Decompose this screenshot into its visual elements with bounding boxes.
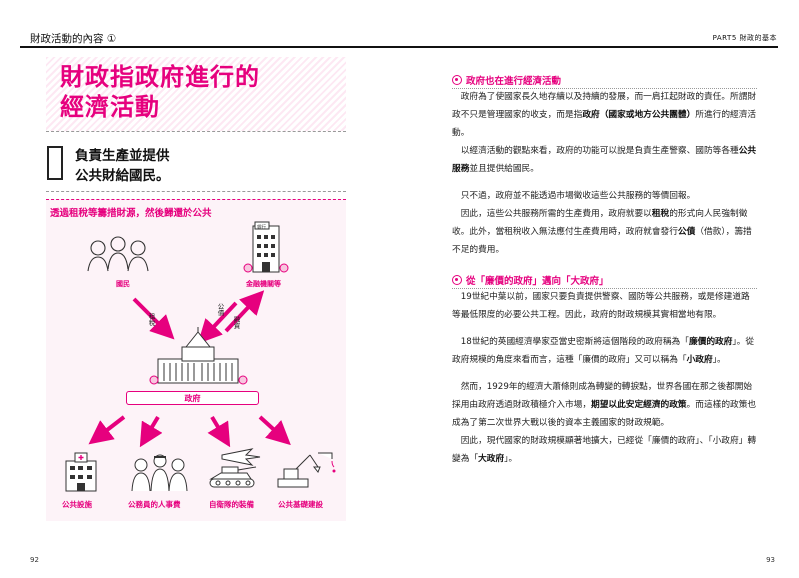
divider: [46, 191, 346, 192]
government-label: 政府: [184, 394, 201, 403]
section-1-body: 政府為了使國家長久地存續以及持續的發展，而一肩扛起財政的責任。所謂財政不只是管理…: [452, 88, 758, 259]
section-heading-text: 從「廉價的政府」邁向「大政府」: [466, 276, 609, 287]
title-line-1: 財政指政府進行的: [60, 63, 260, 91]
down-arrow: [139, 415, 163, 448]
section-rule: [452, 288, 757, 289]
header-rule: [20, 46, 778, 48]
divider: [46, 131, 346, 132]
diagram-heading: 透過租稅等籌措財源，然後歸還於公共: [50, 208, 212, 219]
financial-institutions-label: 金融機關等: [246, 280, 281, 288]
paragraph: 因此，這些公共服務所需的生產費用，政府就要以租稅的形式向人民強制徵收。此外，當租…: [452, 209, 752, 255]
emphasis: 租稅: [651, 209, 670, 219]
hospital-icon: [65, 452, 97, 492]
section-rule: [452, 88, 757, 89]
paragraph: 因此，現代國家的財政規模顯著地擴大，已經從「廉價的政府」、「小政府」轉變為「大政…: [452, 436, 757, 464]
tax-arrow: [132, 297, 175, 340]
bank-sign: 銀行: [257, 224, 266, 231]
infrastructure-label: 公共基礎建設: [278, 500, 323, 509]
emphasis: 公共服務: [452, 146, 757, 174]
emphasis: 大政府: [478, 454, 505, 464]
paragraph: 18世紀的英國經濟學家亞當史密斯將這個階段的政府稱為「廉價的政府」。從政府規模的…: [452, 337, 755, 365]
section-heading-text: 政府也在進行經濟活動: [466, 76, 562, 87]
subtitle: 負責生產並提供 公共財給國民。: [75, 146, 170, 186]
down-arrow: [258, 415, 291, 446]
financing-label: 融資: [232, 316, 240, 329]
running-header-right: PART5 財政的基本: [712, 34, 777, 42]
bracket-icon: [47, 146, 63, 180]
bonds-label: 公債: [216, 303, 224, 316]
paragraph: 以經濟活動的觀點來看，政府的功能可以說是負責生產警察、國防等各種公共服務並且提供…: [452, 146, 757, 174]
paragraph: 只不過，政府並不能透過市場徵收這些公共服務的等價回報。: [452, 191, 696, 201]
down-arrow: [88, 415, 126, 445]
coin-icon: [452, 75, 462, 85]
bond-arrow: [224, 290, 265, 333]
citizens-label: 國民: [116, 280, 130, 288]
section-heading-2: 從「廉價的政府」邁向「大政府」: [452, 273, 609, 287]
subtitle-line-1: 負責生產並提供: [75, 148, 170, 164]
page-number-right: 93: [766, 556, 775, 564]
flow-diagram: 銀行: [65, 221, 336, 492]
tax-label: 租稅: [147, 313, 155, 326]
emphasis: 公債: [677, 227, 696, 237]
subtitle-line-2: 公共財給國民。: [75, 168, 170, 184]
running-header-left: 財政活動的內容 ①: [30, 33, 117, 45]
title-line-2: 經濟活動: [60, 93, 160, 121]
people-icon: [87, 236, 149, 272]
section-2-body: 19世紀中葉以前，國家只要負責提供警察、國防等公共服務，或是修建道路等最低限度的…: [452, 288, 758, 468]
emphasis: 小政府: [686, 355, 713, 365]
government-box: [126, 391, 259, 405]
emphasis: 政府（國家或地方公共團體）: [582, 110, 696, 120]
paragraph: 19世紀中葉以前，國家只要負責提供警察、國防等公共服務，或是修建道路等最低限度的…: [452, 292, 750, 320]
bank-building-icon: [243, 221, 289, 273]
title-background: [46, 57, 346, 131]
financing-arrow: [197, 301, 238, 344]
emphasis: 廉價的政府: [688, 337, 733, 347]
parliament-icon: [149, 327, 248, 385]
section-heading-1: 政府也在進行經濟活動: [452, 73, 561, 87]
page-number-left: 92: [30, 556, 39, 564]
officials-icon: [131, 454, 188, 492]
coin-icon: [452, 275, 462, 285]
construction-icon: [277, 452, 336, 488]
civil-servant-cost-label: 公務員的人事費: [128, 500, 181, 509]
paragraph: 然而，1929年的經濟大蕭條則成為轉變的轉捩點，世界各國在那之後都開始採用由政府…: [452, 382, 757, 428]
military-icon: [209, 448, 261, 488]
page-title: 財政指政府進行的 經濟活動: [60, 62, 260, 122]
sdf-equipment-label: 自衛隊的裝備: [209, 500, 254, 509]
down-arrow: [207, 415, 231, 448]
emphasis: 期望以此安定經濟的政策: [591, 400, 687, 410]
paragraph: 政府為了使國家長久地存續以及持續的發展，而一肩扛起財政的責任。所謂財政不只是管理…: [452, 92, 757, 138]
public-facilities-label: 公共設施: [62, 500, 92, 509]
